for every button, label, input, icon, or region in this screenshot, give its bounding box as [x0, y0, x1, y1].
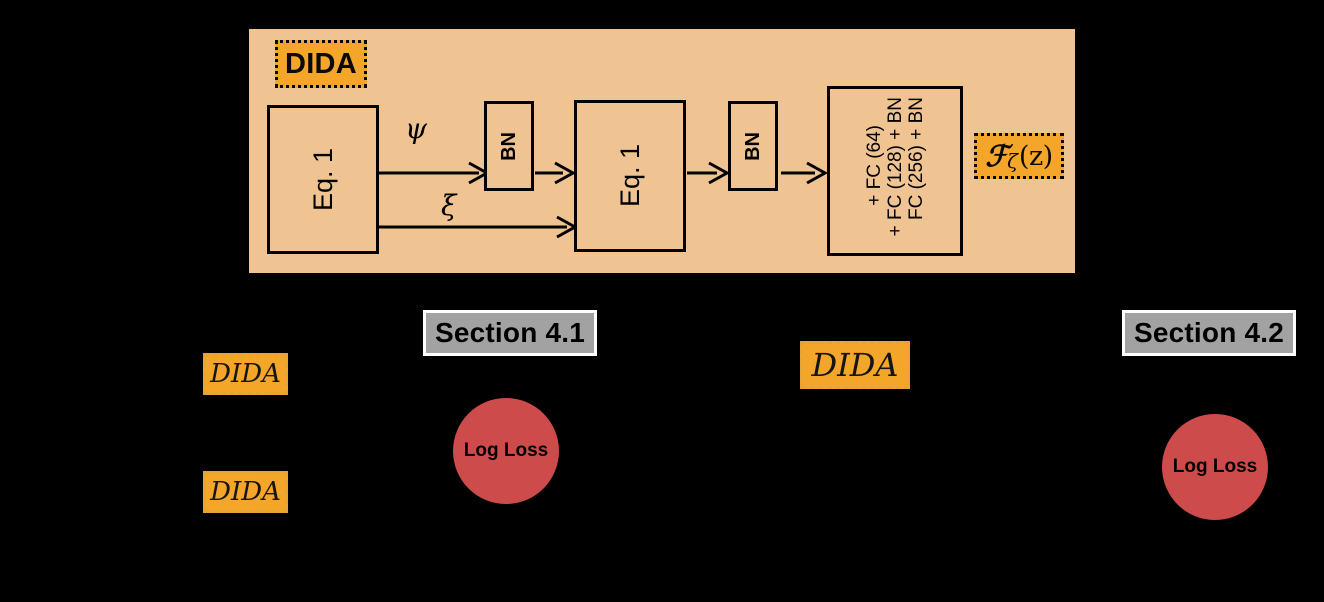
bn-block-second: BN	[728, 101, 778, 191]
fc-line-2: + FC (128) + BN	[884, 97, 906, 237]
log-loss-node-first-label: Log Loss	[463, 440, 549, 461]
log-loss-node-second-label: Log Loss	[1172, 456, 1258, 477]
dida-tag-left-top: DIDA	[203, 353, 288, 395]
formula-argument: (z)	[1018, 140, 1053, 172]
dida-tag-left-bottom-label: DIDA	[210, 477, 281, 507]
log-loss-node-first: Log Loss	[453, 398, 559, 504]
xi-edge-label: ξ	[441, 189, 457, 222]
section-chip-4-1: Section 4.1	[423, 310, 597, 356]
dida-tag-middle-label: DIDA	[811, 346, 899, 384]
fc-line-3: + FC (64)	[863, 125, 885, 206]
xi-arrow-icon	[379, 215, 579, 239]
bn-to-eq1-arrow-icon	[535, 161, 577, 185]
dida-tag-middle: DIDA	[800, 341, 910, 389]
dida-title-label: DIDA	[284, 47, 358, 80]
dida-tag-left-top-label: DIDA	[210, 359, 281, 389]
psi-arrow-icon	[379, 161, 491, 185]
bn-to-fc-arrow-icon	[781, 161, 829, 185]
zeta-subscript: ζ	[1007, 149, 1018, 173]
eq1-to-bn-arrow-icon	[687, 161, 731, 185]
script-f-symbol: ℱ	[985, 139, 1009, 173]
eq1-block-first-label: Eq. 1	[307, 147, 338, 212]
fc-stack-block: + FC (64) + FC (128) + BN FC (256) + BN	[827, 86, 963, 256]
psi-edge-label: ψ	[405, 112, 427, 145]
dida-tag-left-bottom: DIDA	[203, 471, 288, 513]
section-chip-4-2: Section 4.2	[1122, 310, 1296, 356]
dida-title-badge: DIDA	[275, 40, 367, 88]
bn-block-second-label: BN	[741, 131, 764, 161]
eq1-block-second: Eq. 1	[574, 100, 686, 252]
bn-block-first-label: BN	[497, 131, 520, 161]
eq1-block-second-label: Eq. 1	[614, 144, 645, 208]
section-chip-4-1-label: Section 4.1	[434, 317, 586, 348]
eq1-block-first: Eq. 1	[267, 105, 379, 254]
bn-block-first: BN	[484, 101, 534, 191]
architecture-panel: DIDA Eq. 1 ψ BN ξ Eq. 1 BN	[249, 29, 1075, 273]
log-loss-node-second: Log Loss	[1162, 414, 1268, 520]
section-chip-4-2-label: Section 4.2	[1133, 317, 1285, 348]
fc-line-1: FC (256) + BN	[905, 97, 927, 221]
